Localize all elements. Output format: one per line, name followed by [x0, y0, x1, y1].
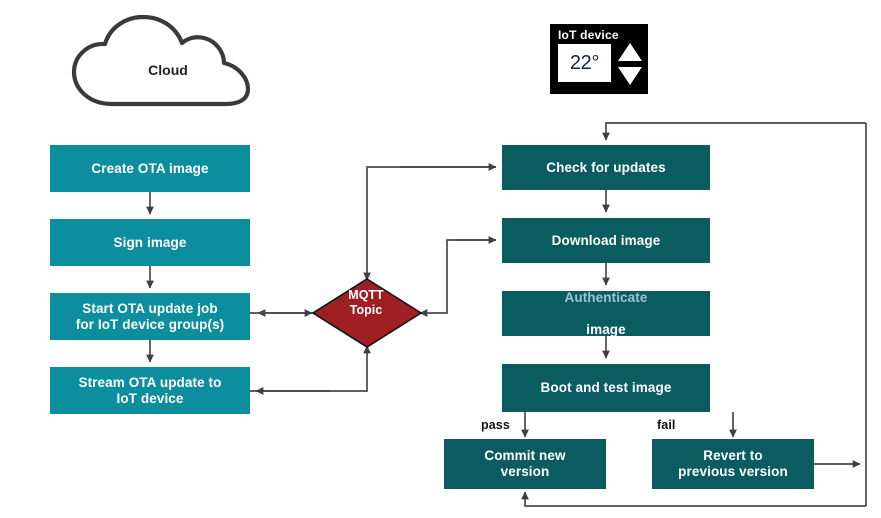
iot-device-title: IoT device: [558, 28, 619, 42]
cloud-label: Cloud: [148, 62, 188, 78]
node-label-line2: previous version: [678, 464, 788, 479]
node-label-line1: Stream OTA update to: [78, 374, 222, 390]
mqtt-topic-label[interactable]: MQTT Topic: [326, 285, 406, 321]
node-start-ota-update-job[interactable]: Start OTA update job for IoT device grou…: [50, 293, 250, 340]
iot-device-stepper[interactable]: [616, 42, 644, 86]
node-label: Download image: [551, 232, 661, 248]
edge-label-fail: fail: [657, 418, 676, 432]
node-label-line1: Revert to: [703, 448, 763, 463]
mqtt-topic-diamond: [311, 278, 423, 348]
mqtt-label-line1: MQTT: [348, 288, 384, 302]
node-label-highlight: Authenticate: [564, 289, 648, 305]
node-revert-previous-version[interactable]: Revert to previous version: [652, 439, 814, 489]
node-label-line1: Commit new: [484, 448, 566, 463]
node-label: Authenticate image: [565, 290, 648, 338]
node-boot-and-test-image[interactable]: Boot and test image: [502, 364, 710, 412]
node-create-ota-image[interactable]: Create OTA image: [50, 145, 250, 192]
node-commit-new-version[interactable]: Commit new version: [444, 439, 606, 489]
triangle-down-icon[interactable]: [618, 67, 642, 85]
node-label-line2: version: [500, 464, 550, 479]
triangle-up-icon[interactable]: [618, 43, 642, 61]
node-download-image[interactable]: Download image: [502, 218, 710, 263]
node-sign-image[interactable]: Sign image: [50, 219, 250, 266]
cloud-icon: [71, 14, 251, 107]
node-authenticate-image[interactable]: Authenticate image: [502, 290, 710, 338]
node-label: Boot and test image: [540, 380, 672, 395]
iot-device-temperature: 22°: [569, 51, 600, 74]
node-label-line1: Start OTA update job: [82, 300, 218, 316]
node-check-for-updates[interactable]: Check for updates: [502, 145, 710, 190]
node-stream-ota-update[interactable]: Stream OTA update to IoT device: [50, 367, 250, 414]
node-label-line2: IoT device: [116, 390, 184, 406]
edge-label-pass: pass: [481, 418, 510, 432]
node-label-line2: for IoT device group(s): [75, 316, 225, 332]
node-label: Check for updates: [546, 159, 666, 175]
iot-device-display: 22°: [558, 44, 611, 82]
node-label-rest: image: [586, 321, 626, 337]
node-label: Create OTA image: [91, 160, 209, 176]
mqtt-label-line2: Topic: [349, 303, 383, 317]
node-label: Sign image: [113, 234, 187, 250]
